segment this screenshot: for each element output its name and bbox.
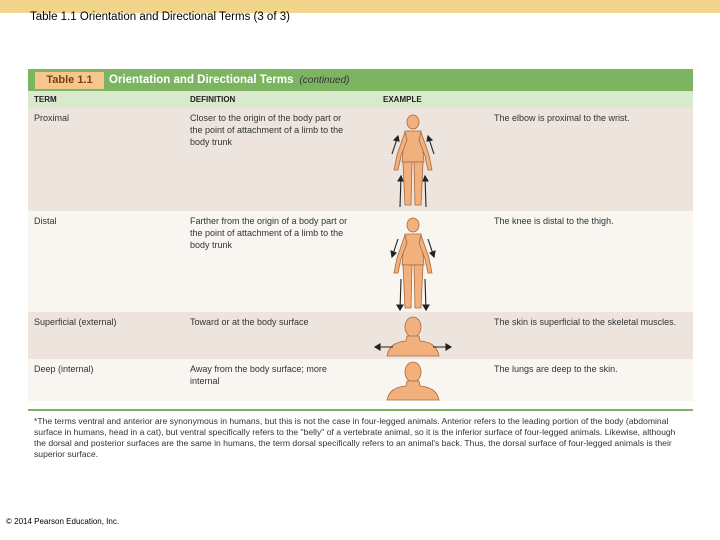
term-cell: Superficial (external): [34, 317, 117, 327]
table-title-text: Orientation and Directional Terms: [109, 74, 294, 86]
column-header-definition: DEFINITION: [190, 95, 236, 104]
term-cell: Proximal: [34, 113, 70, 123]
table-row-deep: Deep (internal) Away from the body surfa…: [28, 359, 693, 401]
orientation-table: Table 1.1 Orientation and Directional Te…: [28, 69, 693, 411]
table-title: Orientation and Directional Terms (contin…: [109, 72, 350, 89]
table-row-distal: Distal Farther from the origin of a body…: [28, 211, 693, 312]
slide-title: Table 1.1 Orientation and Directional Te…: [30, 11, 290, 23]
term-cell: Distal: [34, 216, 57, 226]
term-cell: Deep (internal): [34, 364, 94, 374]
example-cell: The lungs are deep to the skin.: [494, 364, 618, 374]
example-cell: The skin is superficial to the skeletal …: [494, 317, 677, 327]
table-row-proximal: Proximal Closer to the origin of the bod…: [28, 108, 693, 211]
table-bottom-rule: [28, 409, 693, 411]
example-cell: The elbow is proximal to the wrist.: [494, 113, 630, 123]
head-shoulders-arrows-outward-icon: [373, 316, 453, 357]
full-body-figure-arrows-toward-trunk-icon: [391, 114, 435, 208]
full-body-figure-arrows-away-from-trunk-icon: [390, 217, 436, 312]
head-shoulders-icon: [386, 361, 440, 401]
definition-cell: Toward or at the body surface: [190, 317, 309, 327]
column-header-example: EXAMPLE: [383, 95, 422, 104]
table-continued-label: (continued): [299, 75, 350, 86]
definition-cell: Away from the body surface; more interna…: [190, 364, 327, 386]
example-cell: The knee is distal to the thigh.: [494, 216, 614, 226]
top-stripe: [0, 0, 720, 13]
column-header-term: TERM: [34, 95, 57, 104]
column-header-row: TERM DEFINITION EXAMPLE: [28, 91, 693, 108]
table-row-superficial: Superficial (external) Toward or at the …: [28, 312, 693, 359]
definition-cell: Closer to the origin of the body part or…: [190, 113, 344, 147]
copyright-notice: © 2014 Pearson Education, Inc.: [6, 517, 120, 526]
table-header-bar: Table 1.1 Orientation and Directional Te…: [28, 69, 693, 91]
table-footnote: *The terms ventral and anterior are syno…: [34, 416, 676, 459]
table-number-tag: Table 1.1: [35, 72, 104, 89]
definition-cell: Farther from the origin of a body part o…: [190, 216, 348, 250]
